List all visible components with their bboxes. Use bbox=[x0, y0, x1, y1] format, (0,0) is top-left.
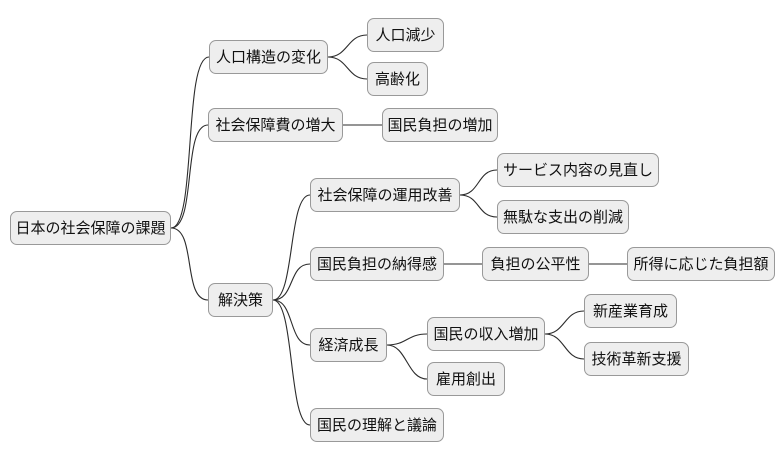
node-service-review[interactable]: サービス内容の見直し bbox=[497, 153, 659, 187]
node-job-creation[interactable]: 雇用創出 bbox=[427, 362, 505, 396]
connector-growth-income-increase bbox=[386, 333, 428, 346]
node-root[interactable]: 日本の社会保障の課題 bbox=[10, 211, 171, 245]
connector-population-decline bbox=[327, 34, 368, 58]
node-burden-acceptance[interactable]: 国民負担の納得感 bbox=[310, 247, 444, 281]
node-income-increase[interactable]: 国民の収入増加 bbox=[427, 317, 545, 351]
node-economic-growth[interactable]: 経済成長 bbox=[310, 328, 387, 362]
connector-solutions-acceptance bbox=[272, 263, 311, 301]
node-new-industry[interactable]: 新産業育成 bbox=[584, 294, 677, 328]
node-income-based-burden[interactable]: 所得に応じた負担額 bbox=[627, 247, 775, 281]
connector-root-solutions bbox=[170, 227, 209, 301]
connector-solutions-understanding bbox=[272, 299, 311, 426]
connector-income-tech-support bbox=[544, 333, 585, 360]
connector-operation-service-review bbox=[459, 169, 498, 196]
node-public-understanding[interactable]: 国民の理解と議論 bbox=[310, 408, 444, 442]
node-solutions[interactable]: 解決策 bbox=[208, 283, 273, 317]
connector-solutions-operation bbox=[272, 194, 311, 301]
connector-growth-job-creation bbox=[386, 344, 428, 380]
node-population-decline[interactable]: 人口減少 bbox=[367, 18, 444, 52]
node-waste-reduction[interactable]: 無駄な支出の削減 bbox=[497, 200, 629, 234]
node-operation-improvement[interactable]: 社会保障の運用改善 bbox=[310, 178, 460, 212]
node-national-burden-increase[interactable]: 国民負担の増加 bbox=[382, 108, 498, 142]
node-population-change[interactable]: 人口構造の変化 bbox=[209, 40, 328, 74]
node-aging[interactable]: 高齢化 bbox=[367, 62, 428, 96]
connector-income-new-industry bbox=[544, 310, 585, 335]
node-burden-fairness[interactable]: 負担の公平性 bbox=[482, 247, 589, 281]
connector-root-cost-increase bbox=[170, 124, 209, 229]
connector-solutions-growth bbox=[272, 299, 311, 346]
node-cost-increase[interactable]: 社会保障費の増大 bbox=[208, 108, 343, 142]
connector-population-aging bbox=[327, 56, 368, 80]
connector-operation-waste-reduction bbox=[459, 194, 498, 218]
connector-root-population-change bbox=[170, 56, 210, 229]
node-tech-innovation-support[interactable]: 技術革新支援 bbox=[584, 342, 689, 376]
